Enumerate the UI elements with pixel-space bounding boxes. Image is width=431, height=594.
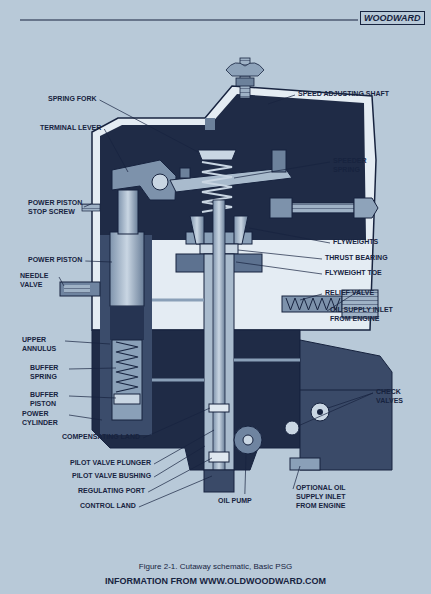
governor-part [285,421,299,435]
leader-line [300,294,322,300]
governor-part [112,160,176,200]
governor-part [270,198,292,218]
leader-line [245,455,246,494]
part-label: SPEED ADJUSTING SHAFT [298,90,389,99]
governor-part [118,190,138,234]
governor-part [213,200,225,470]
part-label: THRUST BEARING [325,254,388,263]
governor-part [64,285,90,293]
part-label: RELIEF VALVE [325,289,374,298]
part-label: SPEEDER SPRING [333,157,377,175]
governor-part [180,168,190,178]
part-label: BUFFER PISTON [30,391,66,409]
governor-part [116,342,138,392]
leader-line [234,162,330,178]
governor-part [112,340,142,420]
leader-line [69,396,116,398]
leader-line [154,446,205,477]
logo-text: WOODWARD [364,13,421,23]
governor-part [152,300,300,380]
governor-part [204,470,234,492]
governor-part [152,174,168,190]
leader-line [84,204,91,207]
governor-part [243,435,253,445]
governor-part [354,198,378,218]
governor-part [110,232,144,306]
logo-box: WOODWARD [360,11,425,25]
part-label: BUFFER SPRING [30,364,66,382]
governor-part [236,78,254,86]
governor-part [311,403,329,421]
leader-line [85,261,112,262]
part-label: CHECK VALVES [376,388,412,406]
part-label: SPRING FORK [48,95,97,104]
leader-line [249,228,330,243]
leader-line [298,393,373,426]
leader-line [100,100,198,152]
governor-part [226,63,264,76]
governor-part [290,458,320,470]
part-label: REGULATING PORT [78,487,145,496]
leader-line [69,368,116,369]
governor-part [198,150,236,160]
leader-line [236,262,322,274]
governor-part [234,426,262,454]
part-label: POWER PISTON STOP SCREW [28,199,88,217]
part-label: PILOT VALVE PLUNGER [70,459,151,468]
part-label: OPTIONAL OIL SUPPLY INLET FROM ENGINE [296,484,358,510]
governor-part [205,118,215,130]
governor-part [60,282,100,296]
source-note: INFORMATION FROM WWW.OLDWOODWARD.COM [0,576,431,587]
governor-part [114,394,140,404]
governor-part [209,452,229,462]
part-label: NEEDLE VALVE [20,272,56,290]
part-label: FLYWEIGHTS [333,238,378,247]
leader-line [69,415,102,420]
part-label: PILOT VALVE BUSHING [72,472,151,481]
leader-line [238,250,322,259]
governor-part [100,94,366,240]
leader-line [148,458,212,492]
governor-part [292,203,354,213]
part-label: OIL SUPPLY INLET FROM ENGINE [330,306,408,324]
part-label: COMPENSATING LAND [62,433,140,442]
governor-part [317,409,323,415]
governor-part [20,19,358,20]
part-label: OIL PUMP [218,497,252,506]
figure-caption: Figure 2-1. Cutaway schematic, Basic PSG [0,562,431,571]
part-label: POWER CYLINDER [22,410,66,428]
part-label: FLYWEIGHT TOE [325,269,382,278]
governor-part [110,306,144,340]
leader-line [143,408,210,438]
leader-line [59,277,64,286]
part-label: TERMINAL LEVER [40,124,101,133]
leader-line [104,129,128,172]
leader-line [65,341,110,344]
governor-part [92,330,300,470]
part-label: UPPER ANNULUS [22,336,62,354]
leader-line [328,393,373,408]
part-label: POWER PISTON [28,256,82,265]
governor-part [272,150,286,172]
governor-part [234,216,248,244]
leader-line [139,476,212,507]
part-label: CONTROL LAND [80,502,136,511]
governor-part [209,404,229,412]
leader-line [268,95,295,104]
governor-part [82,204,100,211]
governor-part [190,216,204,244]
